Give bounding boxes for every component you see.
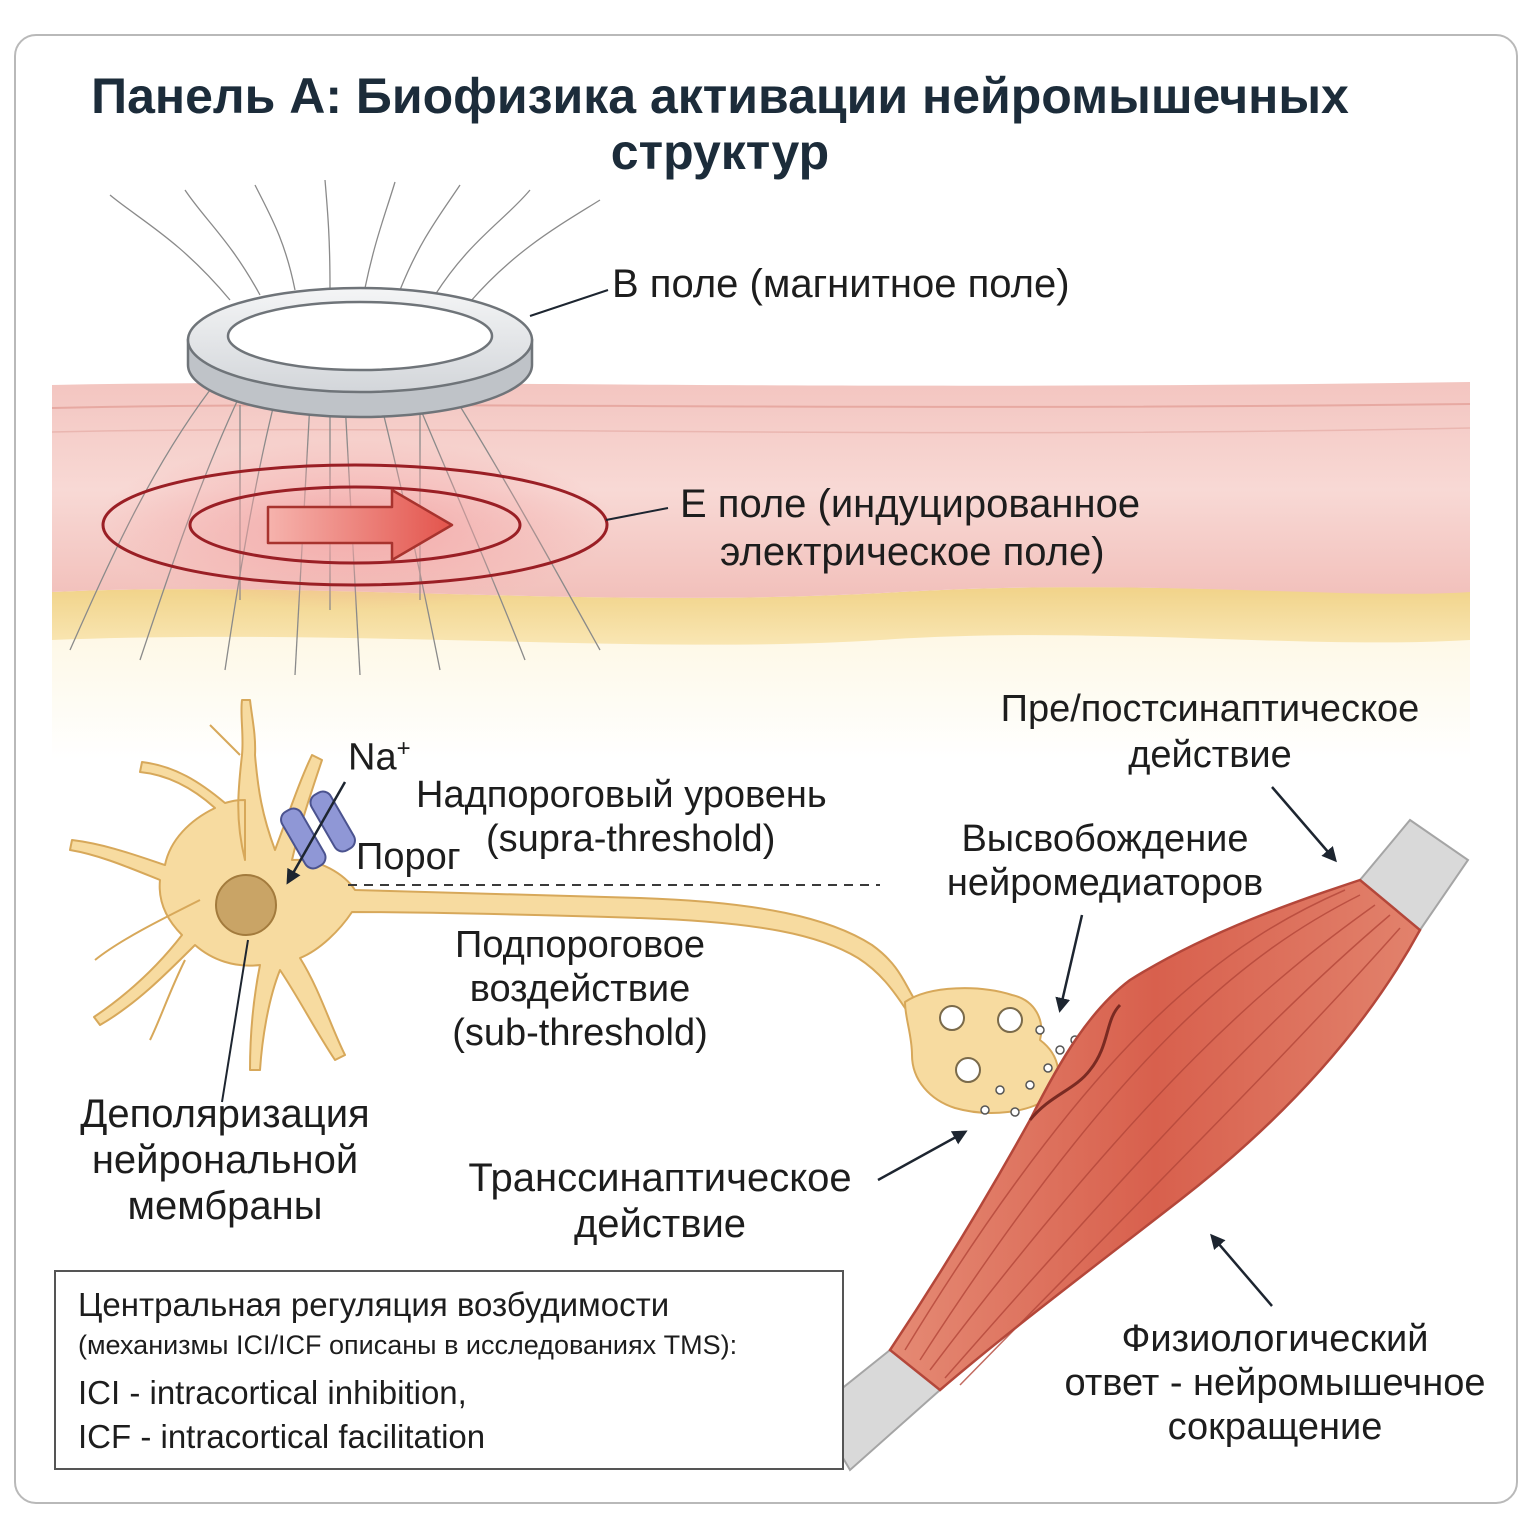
- threshold-label: Порог: [356, 836, 461, 878]
- current-direction-arrow: [266, 488, 454, 562]
- e-field-label-2: электрическое поле): [720, 530, 1105, 574]
- neuron-nucleus: [215, 874, 277, 936]
- supra-threshold-label-2: (supra-threshold): [486, 818, 776, 860]
- coil: [186, 286, 534, 419]
- e-field-leader-line: [605, 507, 669, 521]
- sodium-symbol: Na: [348, 736, 397, 779]
- note-line-3: ICI - intracortical inhibition,: [78, 1374, 467, 1411]
- skin-boundary-line: [51, 403, 1471, 409]
- sub-threshold-label-3: (sub-threshold): [452, 1012, 708, 1054]
- prepost-arrow: [1271, 786, 1337, 863]
- physiological-response-label-2: ответ - нейромышечное: [1064, 1362, 1486, 1404]
- sub-threshold-label-2: воздействие: [469, 968, 691, 1010]
- magnetic-field-lines: [69, 179, 601, 676]
- b-field-leader-line: [529, 289, 609, 317]
- b-field-label: B поле (магнитное поле): [612, 262, 1070, 306]
- sodium-ion-label: Na+: [348, 735, 411, 779]
- release-arrow: [1055, 914, 1084, 1013]
- title-line-1: Панель А: Биофизика активации нейромышеч…: [91, 68, 1349, 124]
- supra-threshold-label-1: Надпороговый уровень: [416, 774, 827, 816]
- skin-boundary-line: [51, 427, 1471, 434]
- sodium-influx-arrow: [286, 781, 347, 885]
- synaptic-vesicles: [939, 1005, 1023, 1083]
- e-field-outer-ring: [101, 463, 609, 587]
- contraction-arrow: [1210, 1233, 1273, 1307]
- figure-title: Панель А: Биофизика активации нейромышеч…: [40, 68, 1400, 180]
- sodium-channel: [280, 790, 356, 870]
- e-field-label-1: E поле (индуцированное: [680, 482, 1141, 526]
- sodium-charge: +: [396, 735, 411, 762]
- title-line-2: структур: [610, 124, 830, 180]
- release-label-1: Высвобождение: [961, 818, 1249, 860]
- central-regulation-note: Центральная регуляция возбудимости (меха…: [54, 1270, 844, 1470]
- prepost-label-1: Пре/постсинаптическое: [1000, 688, 1420, 730]
- e-field-inner-ring: [188, 485, 522, 565]
- note-line-2: (механизмы ICI/ICF описаны в исследовани…: [78, 1330, 738, 1360]
- depolarization-leader-line: [221, 939, 249, 1103]
- sub-threshold-label-1: Подпороговое: [455, 924, 705, 966]
- physiological-response-label-1: Физиологический: [1121, 1318, 1429, 1360]
- transsynaptic-label-1: Транссинаптическое: [468, 1156, 852, 1200]
- note-line-1: Центральная регуляция возбудимости: [78, 1286, 670, 1323]
- transsynaptic-arrow: [877, 1130, 968, 1182]
- physiological-response-label-3: сокращение: [1167, 1406, 1383, 1448]
- muscle: [813, 818, 1470, 1472]
- panel-frame: [14, 34, 1518, 1504]
- prepost-label-2: действие: [1128, 734, 1292, 776]
- release-label-2: нейромедиаторов: [946, 862, 1264, 904]
- note-line-4: ICF - intracortical facilitation: [78, 1418, 486, 1455]
- depolarization-label-3: мембраны: [127, 1184, 323, 1228]
- transsynaptic-label-2: действие: [573, 1202, 747, 1246]
- depolarization-label-2: нейрональной: [91, 1138, 359, 1182]
- depolarization-label-1: Деполяризация: [80, 1092, 370, 1136]
